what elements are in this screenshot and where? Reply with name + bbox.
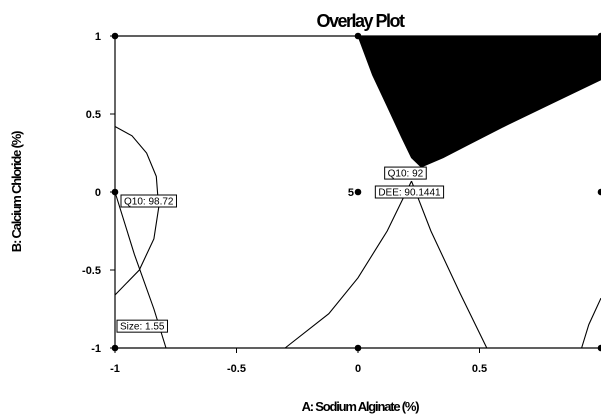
- y-tick-label-5: 1: [95, 31, 101, 43]
- annotation-box-3: [374, 185, 445, 199]
- annotation-text-3: DEE: 90.1441: [378, 188, 441, 199]
- annotation-flag-1: Q10: 98.72: [120, 194, 177, 208]
- annotation-text-2: Q10: 92: [388, 169, 424, 180]
- x-tick-label-4: 0.5: [472, 363, 487, 375]
- contour-line-5: [581, 297, 601, 349]
- center-point-count: 5: [348, 187, 354, 199]
- annotation-box-2: [384, 166, 427, 180]
- design-point-5: [354, 188, 362, 196]
- y-tick-label-1: -1: [91, 343, 101, 355]
- y-axis-label: B: Calcium Chloride (%): [9, 131, 24, 252]
- annotation-flag-4: Size: 1.55: [116, 319, 168, 333]
- x-axis-label: A: Sodium Alginate (%): [302, 399, 420, 414]
- chart-title: Overlay Plot: [316, 11, 405, 31]
- annotation-box-1: [120, 194, 177, 208]
- y-tick-label-2: -0.5: [82, 265, 101, 277]
- design-point-2: [354, 32, 362, 40]
- annotation-flag-3: DEE: 90.1441: [374, 185, 445, 199]
- y-tick-label-4: 0.5: [86, 109, 101, 121]
- annotation-box-4: [116, 319, 168, 333]
- annotation-text-4: Size: 1.55: [120, 322, 165, 333]
- x-tick-label-1: -1: [110, 363, 120, 375]
- design-point-9: [597, 344, 601, 352]
- contour-line-1: [114, 126, 160, 296]
- annotation-flag-2: Q10: 92: [384, 166, 427, 180]
- contour-line-4: [284, 180, 412, 349]
- shaded-region: [357, 35, 601, 168]
- x-tick-label-2: -0.5: [227, 363, 246, 375]
- design-point-3: [597, 32, 601, 40]
- contour-line-3: [410, 180, 488, 349]
- y-tick-label-3: 0: [95, 187, 101, 199]
- annotation-text-1: Q10: 98.72: [124, 197, 174, 208]
- design-point-6: [597, 188, 601, 196]
- x-tick-label-3: 0: [355, 363, 361, 375]
